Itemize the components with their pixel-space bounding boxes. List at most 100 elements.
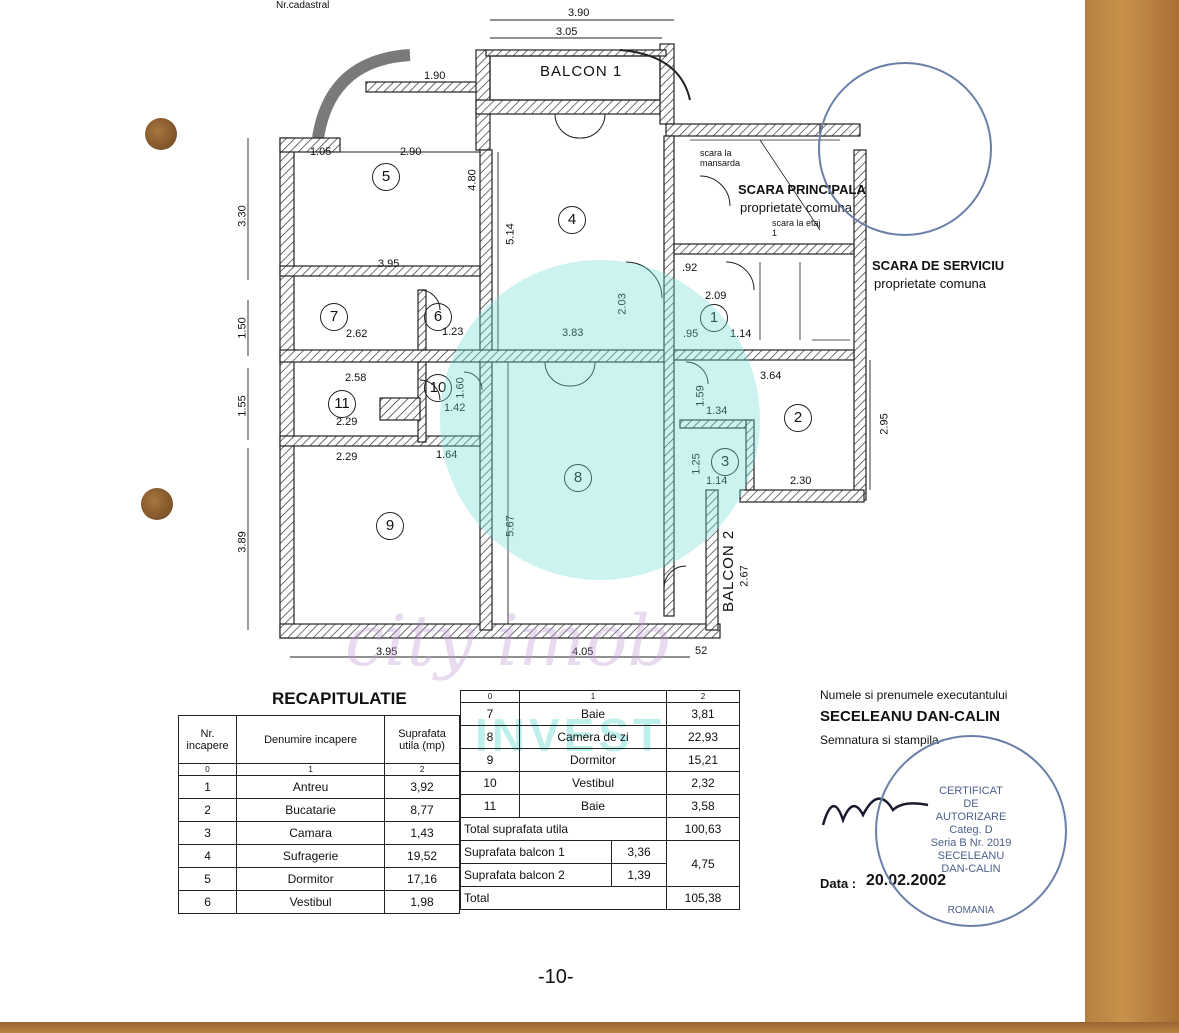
cell-nr: 8 <box>460 725 520 749</box>
dim-label: 1.23 <box>442 326 464 338</box>
page-background-left <box>0 0 102 1033</box>
stamp-line: DAN-CALIN <box>941 863 1001 875</box>
cell-denumire: Baie <box>519 702 667 726</box>
dim-label: 52 <box>695 645 708 657</box>
cell-nr: 9 <box>460 748 520 772</box>
cadastre-office-stamp <box>818 62 992 236</box>
cell-denumire: Vestibul <box>519 771 667 795</box>
room-number-5: 5 <box>372 163 400 191</box>
room-number-11: 11 <box>328 390 356 418</box>
balcon1-value: 3,36 <box>611 840 667 864</box>
dim-label: 3.83 <box>562 327 584 339</box>
cell-nr: 7 <box>460 702 520 726</box>
col-index: 1 <box>519 690 667 703</box>
room-number-2: 2 <box>784 404 812 432</box>
dim-label: 2.67 <box>738 565 751 587</box>
cell-suprafata: 8,77 <box>384 798 460 822</box>
balcony-1-outline <box>489 55 661 101</box>
cell-denumire: Baie <box>519 794 667 818</box>
balcon2-label: Suprafata balcon 2 <box>460 863 612 887</box>
cell-nr: 11 <box>460 794 520 818</box>
page-number: -10- <box>538 966 574 988</box>
cell-suprafata: 3,81 <box>666 702 740 726</box>
cell-nr: 6 <box>177 890 238 914</box>
col-index: 0 <box>177 763 238 776</box>
dim-label: 3.95 <box>378 258 400 270</box>
binder-hole-bottom <box>141 488 173 520</box>
stamp-line: AUTORIZARE <box>935 811 1007 823</box>
dim-label: 1.14 <box>706 475 728 487</box>
cell-suprafata: 1,43 <box>384 821 460 845</box>
dim-label: 3.95 <box>376 646 398 658</box>
dim-label: 1.55 <box>236 395 249 417</box>
corner-arc-left <box>312 49 411 139</box>
balcony-2-label: BALCON 2 <box>720 529 737 612</box>
cell-denumire: Camera de zi <box>519 725 667 749</box>
executant-label: Numele si prenumele executantului <box>820 688 1008 702</box>
main-stair-sub: proprietate comuna <box>740 200 853 215</box>
room-number-8: 8 <box>564 464 592 492</box>
executant-name: SECELEANU DAN-CALIN <box>820 708 1000 725</box>
recap-table-left: Nr. incapere Denumire incapere Suprafata… <box>177 715 460 914</box>
plan-walls <box>279 43 867 639</box>
dim-label: 2.95 <box>878 413 891 435</box>
stair-lines <box>690 139 850 341</box>
dim-label: 4.80 <box>466 169 479 191</box>
dim-label: 3.90 <box>568 7 590 19</box>
watermark-logo <box>440 260 760 580</box>
dim-label: 2.30 <box>790 475 812 487</box>
stamp-line: SECELEANU <box>937 850 1005 862</box>
col-index: 1 <box>236 763 386 776</box>
cell-denumire: Bucatarie <box>236 798 386 822</box>
cell-suprafata: 1,98 <box>384 890 460 914</box>
dim-label: 3.30 <box>236 205 249 227</box>
col-index: 2 <box>666 690 740 703</box>
total-utila-value: 100,63 <box>666 817 740 841</box>
room-number-9: 9 <box>376 512 404 540</box>
cell-denumire: Antreu <box>236 775 386 799</box>
cell-suprafata: 17,16 <box>384 867 460 891</box>
watermark-brand: city imob <box>345 600 673 682</box>
cell-denumire: Dormitor <box>519 748 667 772</box>
cell-nr: 4 <box>177 844 238 868</box>
dim-label: 1.42 <box>444 402 466 414</box>
dim-label: 1.34 <box>706 405 728 417</box>
room-number-3: 3 <box>711 448 739 476</box>
dim-label: 1.50 <box>236 317 249 339</box>
dim-label: 1.64 <box>436 449 458 461</box>
header-nr: Nr. incapere <box>177 715 238 764</box>
dimension-lines <box>247 19 871 658</box>
stamp-line: DE <box>963 798 979 810</box>
dim-label: 1.14 <box>730 328 752 340</box>
header-denumire: Denumire incapere <box>236 715 386 764</box>
service-stair-sub: proprietate comuna <box>874 276 987 291</box>
cell-suprafata: 3,92 <box>384 775 460 799</box>
stamp-line: CERTIFICAT <box>939 785 1003 797</box>
dim-label: 1.05 <box>310 146 332 158</box>
cell-suprafata: 19,52 <box>384 844 460 868</box>
service-stair-label: SCARA DE SERVICIU <box>872 258 1005 273</box>
cell-suprafata: 15,21 <box>666 748 740 772</box>
wooden-table-edge <box>1085 0 1179 1033</box>
recap-title: RECAPITULATIE <box>272 689 407 708</box>
total-value: 105,38 <box>666 886 740 910</box>
cell-suprafata: 2,32 <box>666 771 740 795</box>
dim-label: 3.89 <box>236 531 249 553</box>
balcon2-value: 1,39 <box>611 863 667 887</box>
room-number-7: 7 <box>320 303 348 331</box>
room-number-10: 10 <box>424 374 452 402</box>
cadastral-label: Nr.cadastral <box>276 0 330 11</box>
dim-label: .95 <box>683 328 699 340</box>
balcon1-label: Suprafata balcon 1 <box>460 840 612 864</box>
